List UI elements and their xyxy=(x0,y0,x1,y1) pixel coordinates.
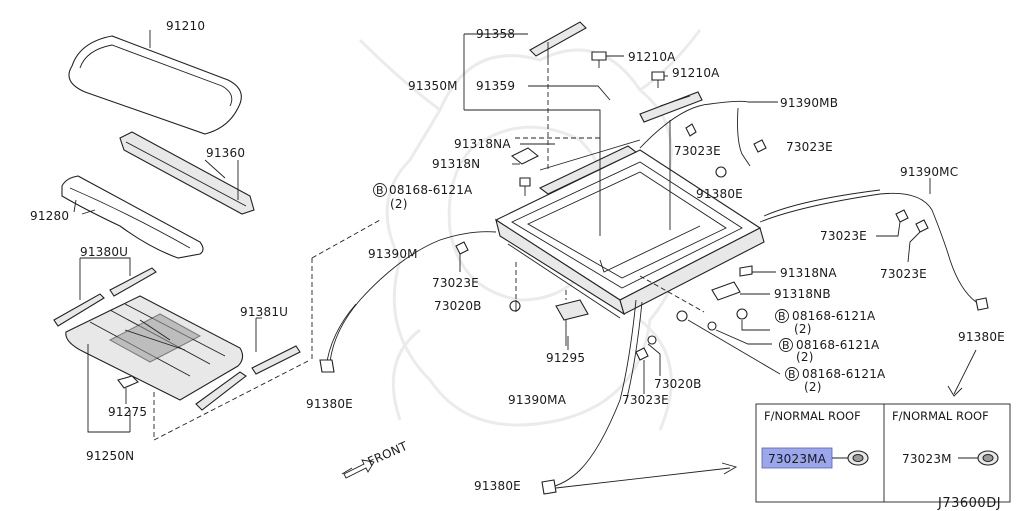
diagram-code: J73600DJ xyxy=(937,496,1001,511)
label-73020B-b: 73020B xyxy=(654,377,702,391)
label-91390MA: 91390MA xyxy=(508,393,567,407)
sunshade-91250N xyxy=(65,295,244,401)
label-91350M: 91350M xyxy=(408,79,458,93)
label-73023E-d: 73023E xyxy=(880,267,927,281)
label-73023E-a: 73023E xyxy=(674,144,721,158)
center-leaders xyxy=(463,33,671,236)
label-73020B-a: 73020B xyxy=(434,299,482,313)
label-91381U: 91381U xyxy=(240,305,288,319)
bolt-marker-r2: B xyxy=(782,339,790,352)
inset-box xyxy=(755,403,1011,503)
center-fasteners xyxy=(509,147,781,394)
drain-hose-91390MB xyxy=(639,100,778,178)
label-91380E-c: 91380E xyxy=(474,479,521,493)
label-91390MC: 91390MC xyxy=(900,165,958,179)
label-91250N: 91250N xyxy=(86,449,134,463)
label-91210A-1: 91210A xyxy=(628,50,676,64)
label-91275: 91275 xyxy=(108,405,147,419)
bolts-91210A xyxy=(591,51,665,88)
drain-hose-91390MC xyxy=(759,178,989,311)
label-91318N: 91318N xyxy=(432,157,480,171)
label-91380E-b: 91380E xyxy=(306,397,353,411)
label-91360: 91360 xyxy=(206,146,245,160)
label-bolt-r2: 08168-6121A xyxy=(796,338,880,352)
inset-part-73023MA: 73023MA xyxy=(768,452,827,466)
label-bolt-r2-qty: (2) xyxy=(796,350,814,364)
deflector-91280 xyxy=(61,175,204,259)
label-91390M: 91390M xyxy=(368,247,418,261)
drain-hose-91390M xyxy=(319,231,497,373)
label-91359: 91359 xyxy=(476,79,515,93)
inset-header-2: F/NORMAL ROOF xyxy=(892,409,989,423)
label-91295: 91295 xyxy=(546,351,585,365)
label-bolt-top: 08168-6121A xyxy=(389,183,473,197)
bolt-marker-top: B xyxy=(376,184,384,197)
label-bolt-top-qty: (2) xyxy=(390,197,408,211)
bolt-markers xyxy=(373,183,799,381)
label-91390MB: 91390MB xyxy=(780,96,838,110)
label-91318NA-top: 91318NA xyxy=(454,137,511,151)
guide-rails-top xyxy=(529,21,703,123)
label-front: FRONT xyxy=(366,439,410,469)
seal-91360 xyxy=(119,131,255,215)
bolt-marker-r1: B xyxy=(778,310,786,323)
label-91280: 91280 xyxy=(30,209,69,223)
label-bolt-r3-qty: (2) xyxy=(804,380,822,394)
watermark-emblem xyxy=(358,29,702,431)
inset-part-73023M: 73023M xyxy=(902,452,952,466)
glass-panel-91210 xyxy=(68,30,242,135)
label-73023E-e: 73023E xyxy=(432,276,479,290)
label-73023E-f: 73023E xyxy=(622,393,669,407)
sunroof-frame-91350M xyxy=(494,139,765,319)
label-91380E-d: 91380E xyxy=(958,330,1005,344)
label-91380U: 91380U xyxy=(80,245,128,259)
inset-header-1: F/NORMAL ROOF xyxy=(764,409,861,423)
rails-91380U xyxy=(53,257,157,327)
label-bolt-r1-qty: (2) xyxy=(794,322,812,336)
front-arrow xyxy=(341,459,375,479)
label-91210A-2: 91210A xyxy=(672,66,720,80)
rails-91381U xyxy=(195,317,301,411)
label-91210: 91210 xyxy=(166,19,205,33)
bolt-marker-r3: B xyxy=(788,368,796,381)
inset-arrow xyxy=(947,349,977,397)
label-bolt-r1: 08168-6121A xyxy=(792,309,876,323)
label-73023E-c: 73023E xyxy=(820,229,867,243)
label-91358: 91358 xyxy=(476,27,515,41)
drain-hose-91390MA xyxy=(541,299,738,495)
label-bolt-r3: 08168-6121A xyxy=(802,367,886,381)
left-leaders xyxy=(73,160,381,441)
label-91318NB: 91318NB xyxy=(774,287,831,301)
handle-91275 xyxy=(117,375,139,404)
label-73023E-b: 73023E xyxy=(786,140,833,154)
label-91380E-a: 91380E xyxy=(696,187,743,201)
label-91318NA-right: 91318NA xyxy=(780,266,837,280)
